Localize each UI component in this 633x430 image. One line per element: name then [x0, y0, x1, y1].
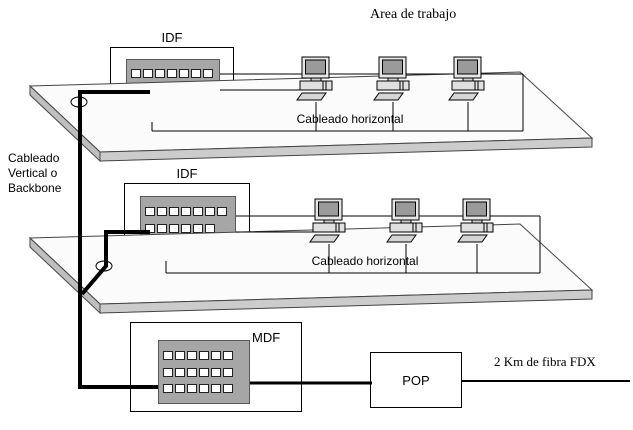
- computer-icon: [385, 198, 427, 246]
- computer-icon: [308, 198, 350, 246]
- port-row: [145, 224, 231, 233]
- port: [199, 384, 209, 394]
- port: [131, 69, 141, 79]
- pop-label: POP: [402, 372, 430, 388]
- port: [187, 350, 197, 360]
- port: [169, 207, 179, 216]
- port: [217, 207, 227, 216]
- port: [205, 207, 215, 216]
- port: [203, 69, 213, 79]
- floor-1-front-edge: [99, 137, 593, 162]
- port: [191, 85, 201, 95]
- port: [205, 224, 215, 233]
- mdf-box: [130, 322, 302, 412]
- computer-icon: [456, 198, 498, 246]
- floor-2-conduit-hole: [95, 260, 113, 272]
- idf-patch-panel-2: [140, 196, 236, 244]
- computer-icon: [295, 56, 337, 104]
- port: [155, 85, 165, 95]
- port: [163, 367, 173, 377]
- idf-box-floor-1: [110, 47, 234, 122]
- port: [157, 207, 167, 216]
- work-area-title: Area de trabajo: [370, 7, 457, 22]
- idf-patch-panel-1: [126, 59, 220, 105]
- port: [211, 350, 221, 360]
- floor-1-left-edge: [29, 84, 101, 163]
- computer-icon: [372, 56, 414, 104]
- idf-label-floor-2: IDF: [176, 166, 198, 181]
- port: [199, 350, 209, 360]
- pop-box: POP: [370, 352, 462, 408]
- floor-1-conduit-hole: [70, 96, 88, 108]
- port: [193, 224, 203, 233]
- port-row: [131, 85, 215, 95]
- idf-box-floor-2: [124, 183, 250, 260]
- port: [181, 207, 191, 216]
- horizontal-cabling-label-floor-2: Cableado horizontal: [311, 254, 419, 268]
- port: [179, 69, 189, 79]
- port: [199, 367, 209, 377]
- port: [223, 367, 233, 377]
- port: [143, 69, 153, 79]
- port: [143, 85, 153, 95]
- port: [155, 69, 165, 79]
- floor-2-front-edge: [99, 289, 593, 314]
- port: [191, 69, 201, 79]
- port: [193, 207, 203, 216]
- port: [187, 384, 197, 394]
- port: [131, 85, 141, 95]
- fiber-label: 2 Km de fibra FDX: [494, 354, 596, 369]
- port: [223, 350, 233, 360]
- port-row: [163, 367, 245, 377]
- port-row: [145, 207, 231, 216]
- horizontal-cabling-label-floor-1: Cableado horizontal: [296, 112, 404, 126]
- port: [175, 384, 185, 394]
- port-row: [163, 350, 245, 360]
- port: [175, 367, 185, 377]
- port: [223, 384, 233, 394]
- computer-icon: [447, 56, 489, 104]
- port-row: [163, 384, 245, 394]
- port: [145, 224, 155, 233]
- floor-2-left-edge: [29, 236, 101, 315]
- backbone-label: Cableado Vertical o Backbone: [8, 151, 62, 195]
- port: [187, 367, 197, 377]
- mdf-patch-panel: [158, 340, 250, 404]
- port: [167, 69, 177, 79]
- port: [181, 224, 191, 233]
- port: [163, 384, 173, 394]
- port: [157, 224, 167, 233]
- port: [145, 207, 155, 216]
- idf-label-floor-1: IDF: [161, 30, 183, 45]
- port: [163, 350, 173, 360]
- port: [211, 367, 221, 377]
- port: [175, 350, 185, 360]
- port: [167, 85, 177, 95]
- port: [169, 224, 179, 233]
- port-row: [131, 69, 215, 79]
- mdf-label: MDF: [252, 330, 281, 345]
- port: [179, 85, 189, 95]
- port: [211, 384, 221, 394]
